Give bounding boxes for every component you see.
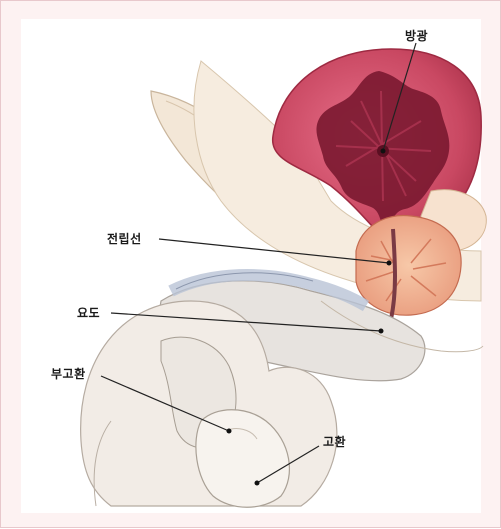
prostate <box>356 216 461 316</box>
label-testis: 고환 <box>323 433 346 450</box>
label-bladder: 방광 <box>405 27 428 44</box>
label-urethra: 요도 <box>77 304 100 321</box>
label-epididymis: 부고환 <box>51 365 86 382</box>
label-prostate: 전립선 <box>107 230 142 247</box>
